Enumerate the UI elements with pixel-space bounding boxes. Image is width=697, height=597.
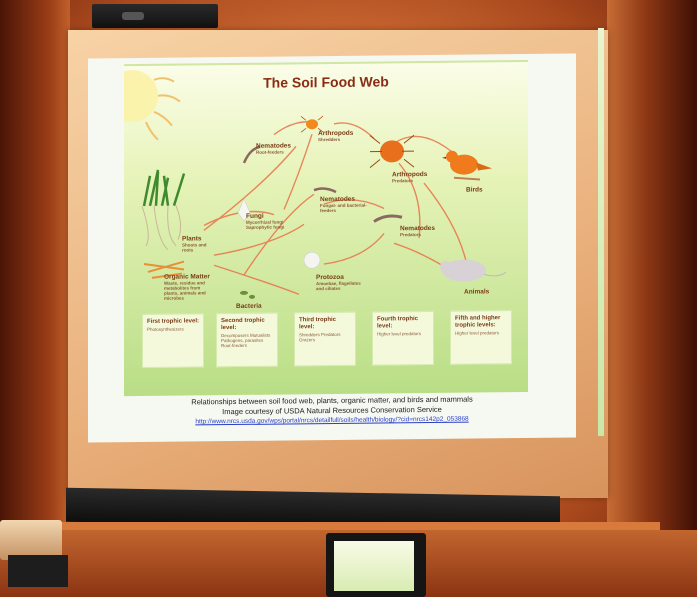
trophic-level-title: Second trophic level:: [217, 314, 277, 334]
trophic-level-box-4: Fourth trophic level: Higher level preda…: [372, 311, 434, 366]
trophic-level-desc: Higher level predators: [451, 330, 511, 336]
left-wall: [0, 0, 70, 597]
grass-icon: [142, 170, 184, 250]
screen-edge-light: [598, 28, 604, 436]
trophic-level-desc: Higher level predators: [373, 331, 433, 337]
arthropod-predator-icon: [370, 135, 414, 167]
trophic-level-desc: Shredders Predators Grazers: [295, 332, 355, 343]
label-bacteria: Bacteria: [236, 303, 262, 310]
tablet-screen: [334, 541, 414, 591]
nematode-icon-predator: [374, 216, 402, 222]
tablet-device: [326, 533, 426, 597]
nematode-icon-fungal: [314, 188, 336, 192]
mouse-icon: [440, 259, 506, 282]
slide: The Soil Food Web: [124, 60, 528, 396]
protozoa-icon: [304, 252, 320, 268]
projector-lens: [122, 12, 144, 20]
trophic-level-box-2: Second trophic level: Decomposers Mutual…: [216, 313, 278, 368]
bird-icon: [442, 150, 492, 180]
lectern-object: [0, 520, 62, 560]
trophic-level-desc: Decomposers Mutualists Pathogens, parasi…: [217, 333, 277, 349]
trophic-level-box-3: Third trophic level: Shredders Predators…: [294, 312, 356, 367]
trophic-level-title: Fourth trophic level:: [373, 312, 433, 332]
right-wall: [607, 0, 697, 597]
sun-icon: [124, 70, 180, 141]
black-stand: [8, 555, 68, 587]
trophic-level-title: First trophic level:: [143, 314, 203, 327]
bacteria-icon: [240, 291, 255, 299]
ceiling-projector: [92, 4, 218, 28]
trophic-level-title: Third trophic level:: [295, 313, 355, 333]
trophic-level-desc: Photosynthesizers: [143, 326, 203, 332]
label-birds: Birds: [466, 186, 483, 193]
trophic-level-box-5: Fifth and higher trophic levels: Higher …: [450, 310, 512, 365]
trophic-level-box-1: First trophic level: Photosynthesizers: [142, 313, 204, 368]
projected-image: The Soil Food Web: [88, 53, 576, 442]
label-animals: Animals: [464, 288, 489, 295]
trophic-level-title: Fifth and higher trophic levels:: [451, 311, 511, 331]
